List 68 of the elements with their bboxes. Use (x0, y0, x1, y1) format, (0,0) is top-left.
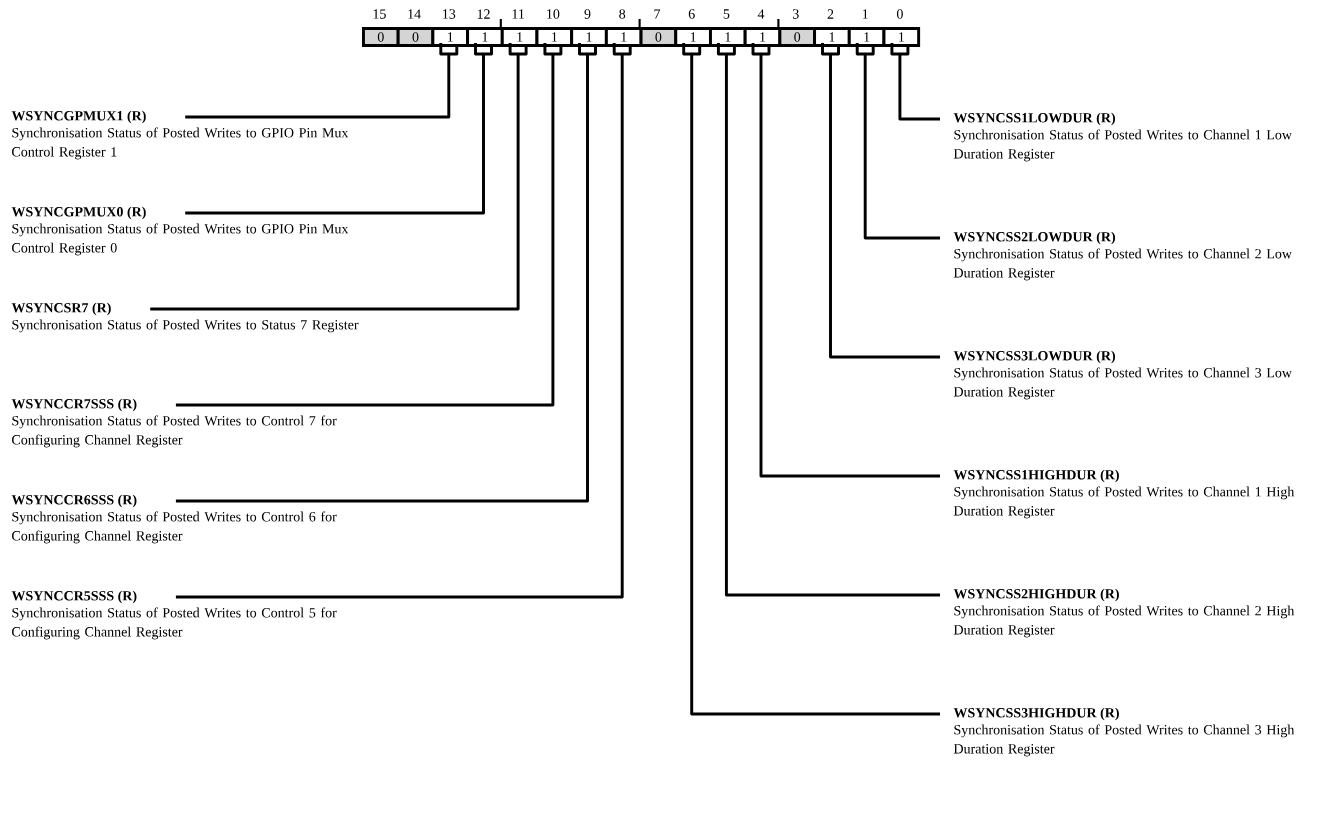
leader-line (821, 41, 942, 359)
field-description: Synchronisation Status of Posted Writes to GPIO Pin Mux Control Register 1 (12, 127, 349, 160)
field-name: WSYNCSR7 (R) (11, 302, 111, 316)
bit-cell: 1 (500, 27, 539, 47)
field-name: WSYNCGPMUX1 (R) (11, 110, 146, 124)
bit-cell: 1 (674, 27, 712, 47)
bit-cell: 1 (431, 27, 469, 47)
field-description: Synchronisation Status of Posted Writes to Control 7 for Configuring Channel Register (12, 415, 337, 448)
bit-cell: 1 (535, 27, 574, 47)
field-description: Synchronisation Status of Posted Writes to Channel 1 High Duration Register (953, 486, 1295, 519)
leader-line (174, 41, 632, 599)
leader-line (890, 41, 942, 121)
field-description: Synchronisation Status of Posted Writes to Control 6 for Configuring Channel Register (12, 511, 337, 544)
leader-line (183, 41, 493, 215)
bit-cell: 1 (743, 27, 782, 47)
leader-line (716, 41, 942, 597)
field-name: WSYNCSS2HIGHDUR (R) (953, 588, 1119, 602)
field-name: WSYNCSS1LOWDUR (R) (953, 112, 1115, 126)
field-name: WSYNCCR6SSS (R) (11, 494, 137, 508)
field-description: Synchronisation Status of Posted Writes to Channel 2 Low Duration Register (953, 248, 1292, 281)
field-name: WSYNCCR7SSS (R) (11, 398, 137, 412)
field-description: Synchronisation Status of Posted Writes to Channel 3 Low Duration Register (953, 367, 1292, 400)
bit-number: 13 (443, 9, 456, 19)
leader-line (174, 41, 597, 503)
leader-line (148, 41, 528, 311)
bit-number: 11 (512, 9, 524, 19)
bit-cell: 1 (604, 27, 643, 47)
leader-line (682, 41, 942, 716)
bit-number: 10 (547, 9, 560, 19)
bit-number: 14 (408, 9, 421, 19)
leader-line (174, 41, 563, 407)
bit-cell: 0 (639, 27, 678, 47)
bit-number: 2 (827, 9, 834, 19)
field-description: Synchronisation Status of Posted Writes to Channel 1 Low Duration Register (953, 129, 1292, 162)
bit-number: 6 (688, 9, 695, 19)
bit-number: 3 (793, 9, 799, 19)
field-name: WSYNCSS3HIGHDUR (R) (953, 707, 1119, 721)
leader-line (183, 41, 459, 119)
field-name: WSYNCSS1HIGHDUR (R) (953, 469, 1119, 483)
bit-number: 9 (584, 9, 591, 19)
bit-number: 0 (896, 9, 903, 19)
field-name: WSYNCSS2LOWDUR (R) (953, 231, 1115, 245)
bit-cell: 1 (709, 27, 747, 47)
field-description: Synchronisation Status of Posted Writes to Channel 2 High Duration Register (953, 605, 1295, 638)
bit-cell: 0 (396, 27, 435, 47)
bit-number: 4 (757, 9, 765, 19)
field-name: WSYNCGPMUX0 (R) (11, 206, 146, 220)
bit-number: 8 (619, 9, 626, 19)
bit-number: 12 (477, 9, 490, 19)
bit-cell: 0 (362, 27, 400, 47)
field-description: Synchronisation Status of Posted Writes to Control 5 for Configuring Channel Register (12, 607, 337, 640)
field-name: WSYNCSS3LOWDUR (R) (953, 350, 1115, 364)
field-description: Synchronisation Status of Posted Writes to Channel 3 High Duration Register (953, 724, 1295, 757)
bit-cell: 1 (466, 27, 504, 47)
bit-cell: 1 (813, 27, 851, 47)
bit-cell: 1 (847, 27, 886, 47)
field-name: WSYNCCR5SSS (R) (11, 590, 137, 604)
bit-cell: 1 (882, 27, 921, 47)
leader-line (855, 41, 942, 240)
bit-number: 7 (654, 9, 661, 19)
field-description: Synchronisation Status of Posted Writes to Status 7 Register (12, 319, 359, 333)
bit-cell: 1 (570, 27, 608, 47)
leader-line (751, 41, 942, 478)
field-description: Synchronisation Status of Posted Writes to GPIO Pin Mux Control Register 0 (12, 223, 349, 256)
bit-number: 1 (862, 9, 868, 19)
bit-cell: 0 (778, 27, 816, 47)
bit-number: 15 (373, 9, 386, 19)
bit-number: 5 (723, 9, 730, 19)
